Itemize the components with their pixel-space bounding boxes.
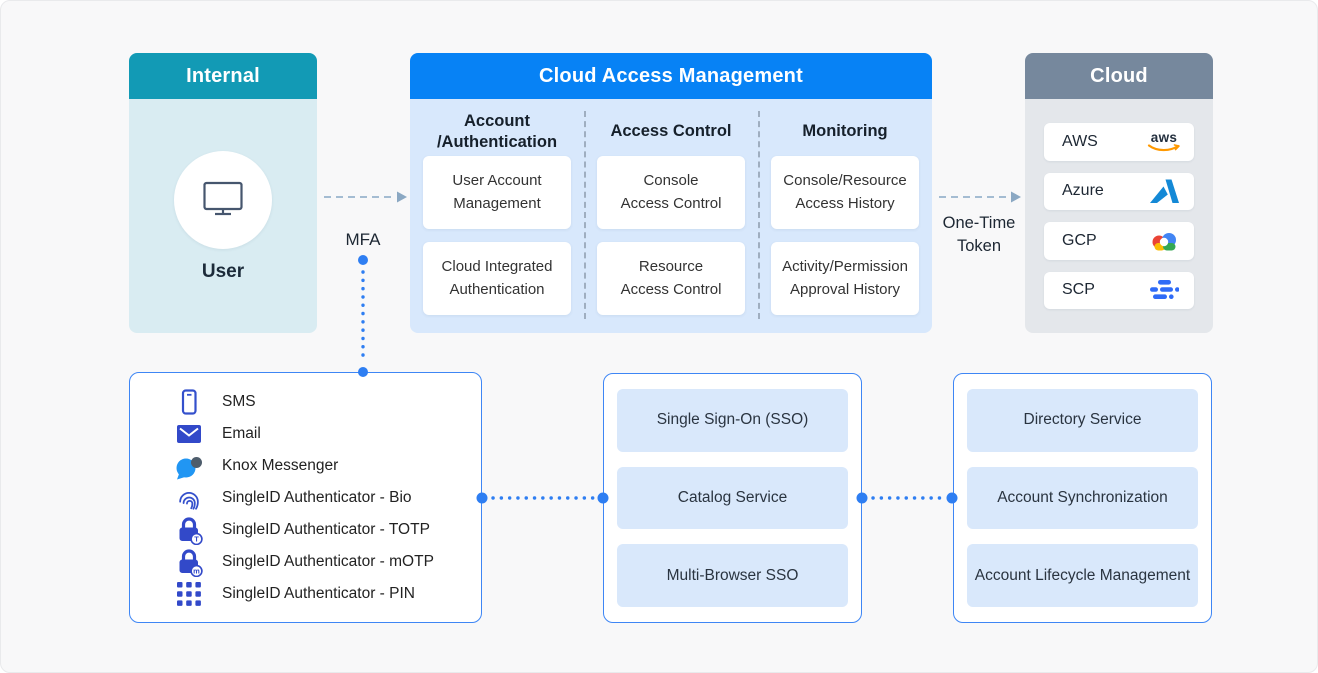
cam-panel-body: Account /Authentication User Account Man… (410, 99, 932, 333)
fingerprint-icon (174, 483, 204, 513)
pin-grid-icon (174, 579, 204, 609)
cam-column-header: Access Control (610, 122, 732, 141)
lock-totp-icon: T (174, 515, 204, 545)
column-divider (758, 111, 760, 319)
internal-panel: Internal User (129, 53, 317, 333)
mfa-item-email: Email (130, 418, 481, 450)
service-pill-catalog-service: Catalog Service (617, 466, 848, 530)
cam-column-monitoring: Monitoring Console/Resource Access Histo… (758, 99, 932, 333)
cloud-provider-row-azure: Azure (1044, 172, 1194, 210)
cam-column-account-authentication: Account /Authentication User Account Man… (410, 99, 584, 333)
azure-logo-icon (1147, 175, 1181, 207)
cloud-provider-label: GCP (1062, 231, 1097, 249)
mfa-item-label: SMS (222, 393, 256, 410)
connector-sso-to-directory (856, 492, 958, 504)
mfa-item-bio: SingleID Authenticator - Bio (130, 482, 481, 514)
mfa-item-sms: SMS (130, 386, 481, 418)
internal-panel-title: Internal (129, 53, 317, 99)
service-pill-account-synchronization: Account Synchronization (967, 466, 1198, 530)
cloud-panel: Cloud AWS aws Azure (1025, 53, 1213, 333)
lock-badge-letter: T (194, 535, 199, 544)
cloud-provider-label: SCP (1062, 281, 1095, 299)
mfa-item-knox-messenger: Knox Messenger (130, 450, 481, 482)
cloud-provider-row-aws: AWS aws (1044, 123, 1194, 161)
directory-services-box: Directory Service Account Synchronizatio… (953, 373, 1212, 623)
mail-icon (174, 419, 204, 449)
mfa-item-label: SingleID Authenticator - TOTP (222, 521, 430, 538)
monitor-icon (201, 178, 245, 223)
service-pill-directory-service: Directory Service (967, 389, 1198, 452)
cam-card-user-account-management: User Account Management (423, 156, 571, 229)
mfa-item-label: SingleID Authenticator - PIN (222, 585, 415, 602)
arrow-internal-to-cam (324, 191, 407, 203)
column-divider (584, 111, 586, 319)
mfa-item-label: SingleID Authenticator - mOTP (222, 553, 434, 570)
cam-card-console-access-control: Console Access Control (597, 156, 745, 229)
aws-logo-icon: aws (1147, 126, 1181, 158)
cam-card-activity-permission-approval-history: Activity/Permission Approval History (771, 242, 919, 315)
gcp-logo-icon (1147, 225, 1181, 257)
mfa-methods-box: SMS Email Knox Messenger (129, 372, 482, 623)
mfa-item-label: Email (222, 425, 261, 442)
cam-card-console-resource-access-history: Console/Resource Access History (771, 156, 919, 229)
service-pill-single-sign-on: Single Sign-On (SSO) (617, 389, 848, 452)
cloud-provider-row-scp: SCP (1044, 271, 1194, 309)
cloud-panel-title: Cloud (1025, 53, 1213, 99)
cam-column-header: Account /Authentication (436, 111, 558, 151)
mfa-label: MFA (345, 230, 381, 249)
cam-card-resource-access-control: Resource Access Control (597, 242, 745, 315)
user-avatar (174, 151, 272, 249)
mfa-item-pin: SingleID Authenticator - PIN (130, 578, 481, 610)
cam-column-header: Monitoring (802, 122, 888, 141)
mfa-item-totp: T SingleID Authenticator - TOTP (130, 514, 481, 546)
one-time-token-label: One-Time Token (942, 214, 1016, 256)
arrow-cam-to-cloud (939, 191, 1021, 203)
internal-panel-body: User (129, 99, 317, 333)
cloud-provider-row-gcp: GCP (1044, 222, 1194, 260)
cloud-panel-body: AWS aws Azure (1025, 99, 1213, 333)
cam-panel-title: Cloud Access Management (410, 53, 932, 99)
cloud-provider-label: AWS (1062, 132, 1098, 150)
cam-card-cloud-integrated-authentication: Cloud Integrated Authentication (423, 242, 571, 315)
phone-icon (174, 387, 204, 417)
chat-bubbles-icon (174, 451, 204, 481)
aws-logo-text: aws (1150, 129, 1178, 145)
lock-motp-icon: m (174, 547, 204, 577)
scp-logo-icon (1147, 274, 1181, 306)
connector-mfa-to-box (358, 255, 368, 377)
connector-mfa-to-sso (476, 492, 609, 504)
mfa-item-label: Knox Messenger (222, 457, 339, 474)
cloud-provider-label: Azure (1062, 182, 1104, 200)
mfa-item-motp: m SingleID Authenticator - mOTP (130, 546, 481, 578)
mfa-item-label: SingleID Authenticator - Bio (222, 489, 412, 506)
service-pill-multi-browser-sso: Multi-Browser SSO (617, 544, 848, 608)
cam-panel: Cloud Access Management Account /Authent… (410, 53, 932, 333)
cam-column-access-control: Access Control Console Access Control Re… (584, 99, 758, 333)
lock-badge-letter: m (193, 567, 200, 576)
sso-services-box: Single Sign-On (SSO) Catalog Service Mul… (603, 373, 862, 623)
user-label: User (201, 261, 245, 282)
service-pill-account-lifecycle-management: Account Lifecycle Management (967, 544, 1198, 608)
